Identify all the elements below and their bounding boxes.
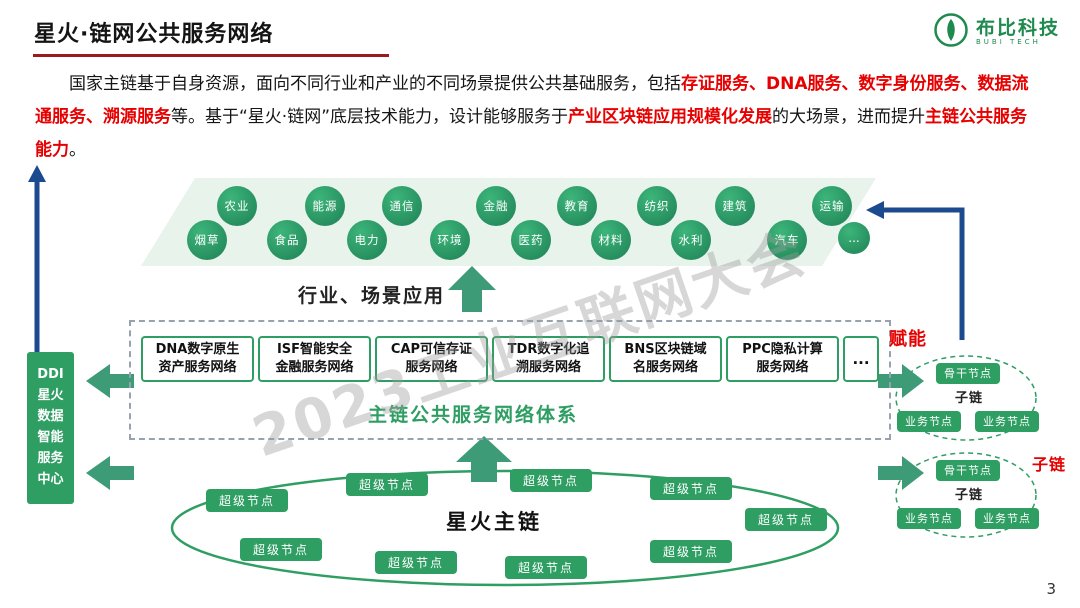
service-box-line: PPC隐私计算 [742,342,823,358]
blue-arrow-right-head [866,201,884,219]
service-box-line: DNA数字原生 [155,342,240,358]
service-box-line: CAP可信存证 [390,342,473,358]
service-box-ppc: PPC隐私计算 服务网络 [726,336,839,382]
ddi-left-arrow-bottom [86,456,134,490]
main-chain-label: 星火主链 [446,510,542,534]
super-node: 超级节点 [745,508,827,531]
super-node: 超级节点 [650,477,732,500]
super-node: 超级节点 [206,489,288,512]
industry-circle: 建筑 [715,186,755,226]
paragraph-segment-em: 产业区块链应用规模化发展 [568,107,773,127]
service-box-line: 服务网络 [756,360,809,375]
subchain-red-label: 子链 [1032,455,1067,474]
business-node: 业务节点 [975,508,1039,529]
industry-circle: 通信 [382,186,422,226]
business-node: 业务节点 [897,411,961,432]
industry-circle: 水利 [671,220,711,260]
industry-circle: 运输 [812,186,852,226]
empower-right-arrow-bottom [878,456,924,490]
logo-name: 布比科技 [975,16,1060,39]
page-title: 星火·链网公共服务网络 [34,22,274,47]
service-box-line: 名服务网络 [632,360,698,375]
service-box-line: BNS区块链域 [624,342,707,358]
industry-circle: 能源 [305,186,345,226]
business-node: 业务节点 [975,411,1039,432]
service-box-line: ISF智能安全 [276,342,353,358]
ddi-left-arrow-top [86,364,134,398]
ddi-line: 中心 [37,471,64,487]
paragraph-segment: 。 [69,140,86,160]
service-box-dna: DNA数字原生 资产服务网络 [141,336,254,382]
bubi-logo-icon [933,12,969,52]
apps-label: 行业、场景应用 [298,285,446,307]
industry-circle-more: ... [838,222,870,254]
subchain-label: 子链 [955,391,984,406]
industry-circle: 材料 [591,220,631,260]
main-chain-ellipse [170,469,840,587]
empower-right-arrow-top [878,364,924,398]
business-node: 业务节点 [897,508,961,529]
super-node: 超级节点 [240,538,322,561]
super-node: 超级节点 [375,551,457,574]
subchain-ellipse-top [895,355,1037,441]
ddi-line: 智能 [37,430,64,445]
logo-subtitle: BUBI TECH [975,37,1041,46]
intro-paragraph: 国家主链基于自身资源，面向不同行业和产业的不同场景提供公共基础服务，包括存证服务… [35,68,1030,167]
service-box-line: 资产服务网络 [158,360,237,375]
industry-circle: 烟草 [187,220,227,260]
blue-arrow-left-head [28,165,46,182]
services-dashed-box [129,320,891,440]
industry-circle: 农业 [217,186,257,226]
blue-arrow-right-shaft [884,207,965,340]
service-box-cap: CAP可信存证 服务网络 [375,336,488,382]
service-box-line: TDR数字化追 [507,342,590,358]
service-box-bns: BNS区块链域 名服务网络 [609,336,722,382]
industry-circle: 电力 [347,220,387,260]
mainchain-up-arrow [456,436,512,482]
backbone-node: 骨干节点 [936,363,1000,384]
ddi-line: 星火 [37,388,64,404]
subchain-ellipse-bottom [895,452,1037,538]
industry-circle: 食品 [267,220,307,260]
paragraph-segment: 等。基于“星火·链网”底层技术能力，设计能够服务于 [171,107,569,127]
industry-circle: 医药 [511,220,551,260]
service-box-line: 金融服务网络 [275,360,354,375]
super-node: 超级节点 [510,469,592,492]
subchain-label: 子链 [955,488,984,503]
service-box-line: 服务网络 [405,360,458,375]
industry-circle: 环境 [430,220,470,260]
apps-up-arrow [448,266,496,312]
bubi-logo: 布比科技 BUBI TECH [933,12,1060,52]
backbone-node: 骨干节点 [936,460,1000,481]
title-underline [33,54,389,57]
paragraph-segment: 国家主链基于自身资源，面向不同行业和产业的不同场景提供公共基础服务，包括 [69,74,681,94]
service-more-box: ... [843,336,879,382]
ddi-line: DDI [37,367,64,383]
ddi-line: 服务 [37,450,64,466]
super-node: 超级节点 [505,556,587,579]
industry-circle: 纺织 [637,186,677,226]
service-box-isf: ISF智能安全 金融服务网络 [258,336,371,382]
paragraph-segment: 的大场景，进而提升 [772,107,926,127]
service-network-row: DNA数字原生 资产服务网络 ISF智能安全 金融服务网络 CAP可信存证 服务… [141,336,879,382]
service-box-tdr: TDR数字化追 溯服务网络 [492,336,605,382]
industry-circle: 金融 [476,186,516,226]
ddi-center-box: DDI 星火 数据 智能 服务 中心 [27,352,74,504]
page-number: 3 [1046,580,1056,598]
paragraph-segment-em: 存证服务、DNA服务、数字身份服务、数据流通服务、溯源服务 [35,74,1029,127]
industry-circle: 汽车 [767,220,807,260]
super-node: 超级节点 [650,540,732,563]
empower-label: 赋能 [889,329,927,350]
super-node: 超级节点 [346,473,428,496]
system-label: 主链公共服务网络体系 [368,404,579,426]
industry-circle: 教育 [557,186,597,226]
ddi-line: 数据 [37,409,64,425]
paragraph-segment-em: 主链公共服务能力 [35,107,1028,160]
service-box-line: 溯服务网络 [515,360,581,375]
